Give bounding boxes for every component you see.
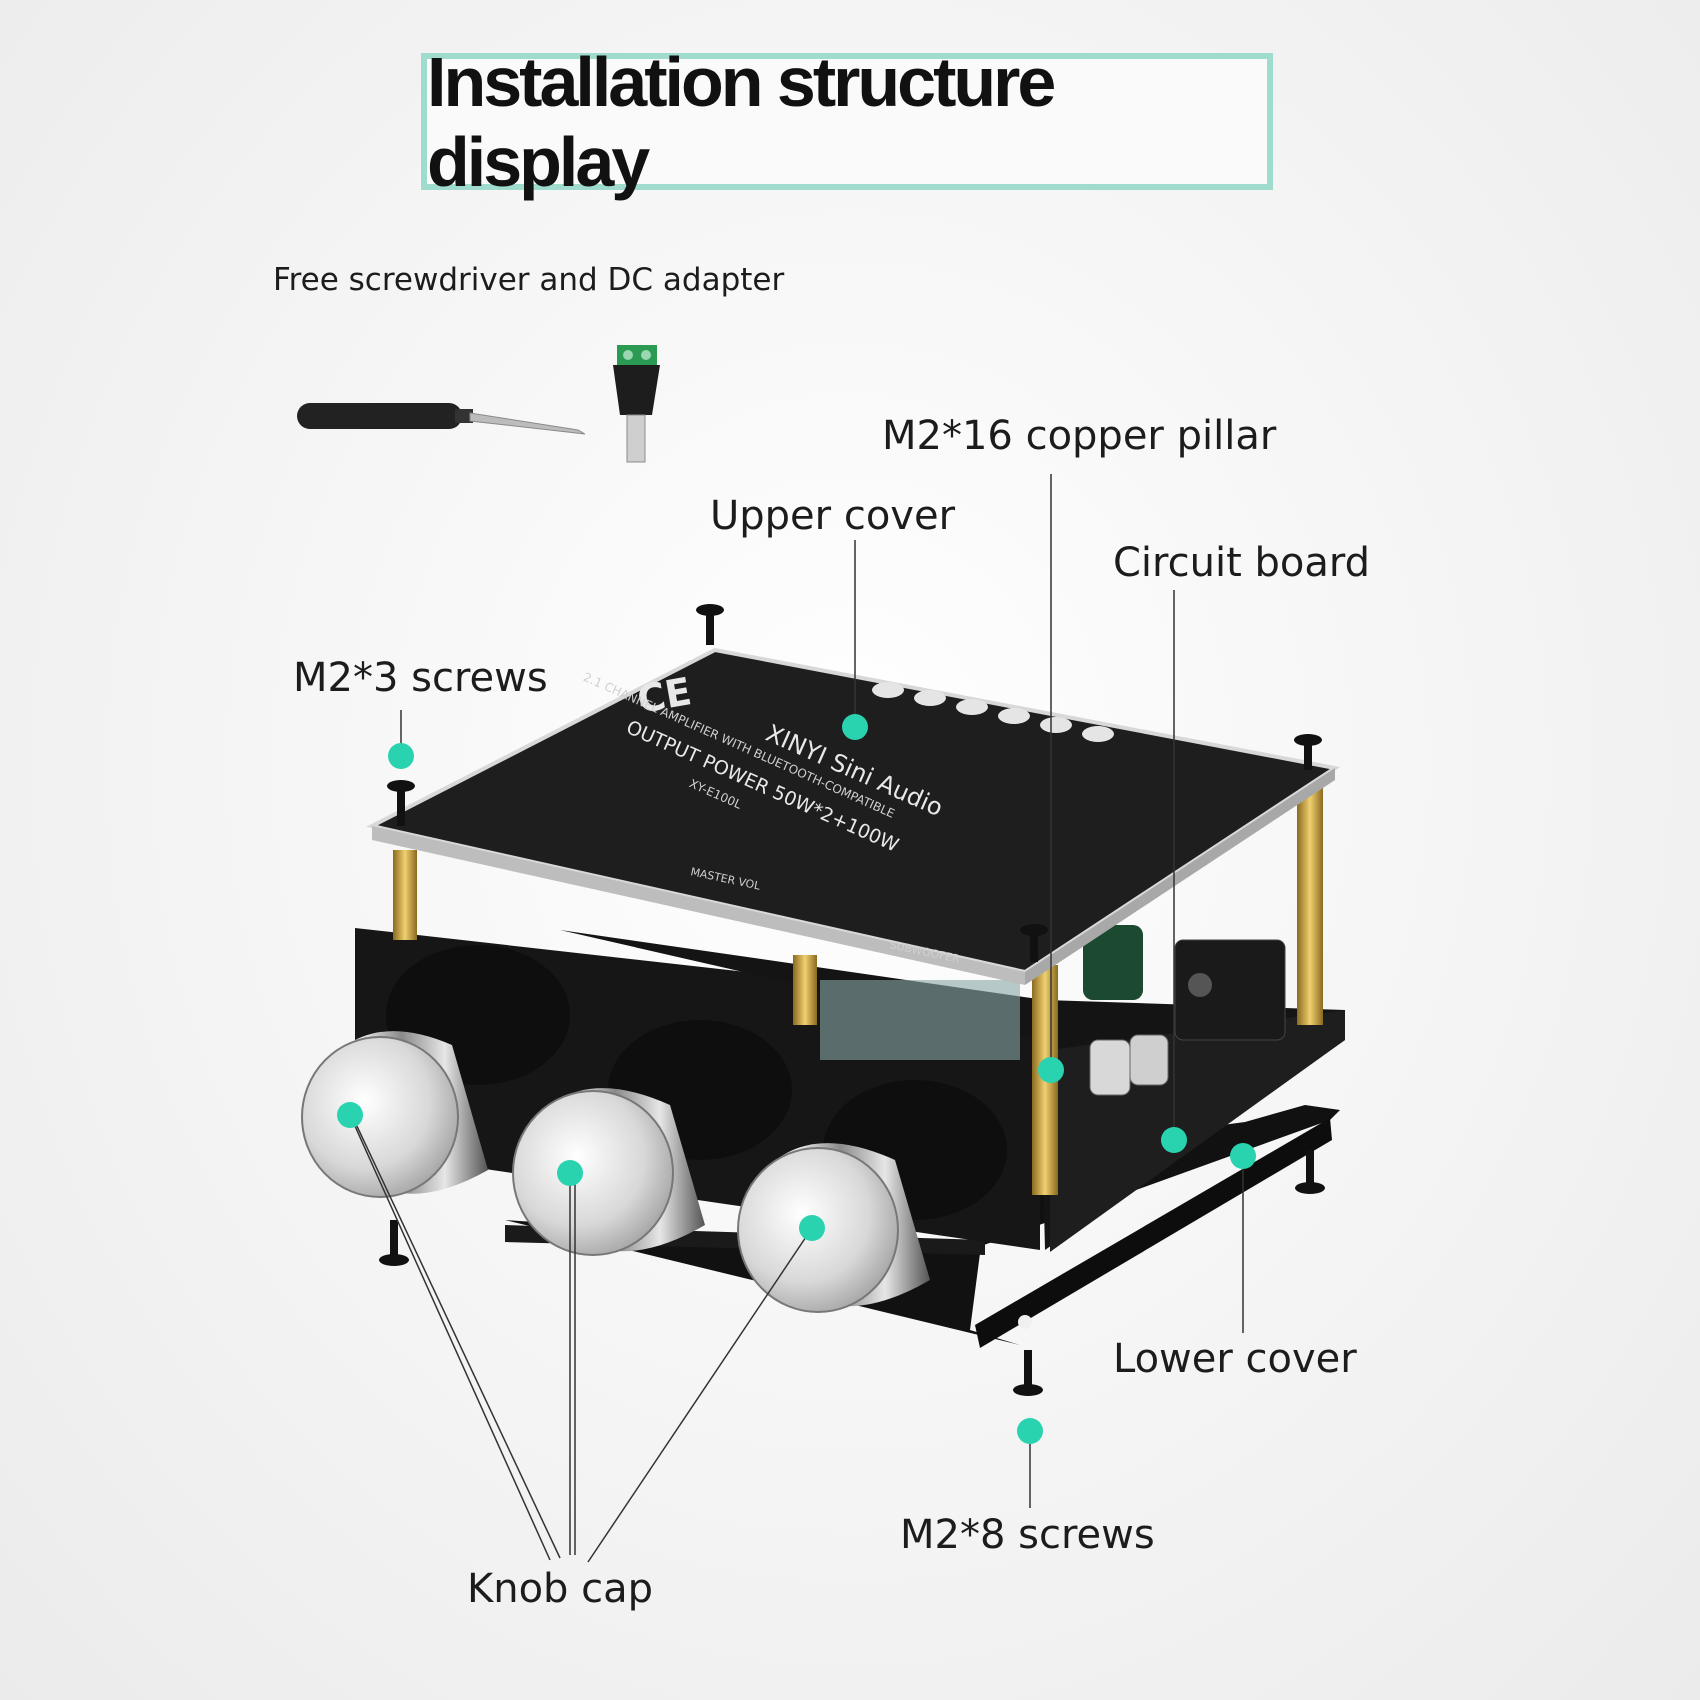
copper-pillars	[393, 765, 1323, 1195]
callout-markers	[337, 714, 1256, 1444]
knob-left	[301, 945, 570, 1198]
copper-pillar-label: M2*16 copper pillar	[882, 413, 1277, 459]
knob-center	[512, 1020, 792, 1256]
svg-text:CE: CE	[634, 669, 695, 722]
page-title: Installation structure display	[427, 42, 1056, 201]
screwdriver-icon	[297, 403, 586, 435]
m2x8-marker	[1017, 1418, 1043, 1444]
m2x8-screws	[379, 1150, 1325, 1396]
knob-left-marker	[337, 1102, 363, 1128]
title-frame: Installation structure display	[421, 43, 1273, 201]
m2x3-screws	[387, 604, 1322, 962]
circuit-board-label: Circuit board	[1113, 540, 1370, 586]
circuit-board-marker	[1161, 1127, 1187, 1153]
knob-right-marker	[799, 1215, 825, 1241]
leader-lines	[349, 474, 1244, 1563]
ce-mark: CE	[634, 669, 695, 722]
upper-cover-label: Upper cover	[710, 493, 956, 539]
dc-adapter-icon	[613, 345, 660, 463]
m2x8-screws-label: M2*8 screws	[900, 1512, 1155, 1558]
m2x3-marker	[388, 743, 414, 769]
lower-cover-label: Lower cover	[1113, 1336, 1357, 1382]
upper-cover-marker	[842, 714, 868, 740]
knob-cap-label: Knob cap	[467, 1566, 654, 1612]
lower-cover-marker	[1230, 1143, 1256, 1169]
copper-pillar-marker	[1038, 1057, 1064, 1083]
circuit-board	[560, 925, 1345, 1252]
knob-center-marker	[557, 1160, 583, 1186]
m2x3-screws-label: M2*3 screws	[293, 655, 548, 701]
speaker-terminals	[872, 682, 1114, 742]
accessories-label: Free screwdriver and DC adapter	[273, 262, 785, 298]
